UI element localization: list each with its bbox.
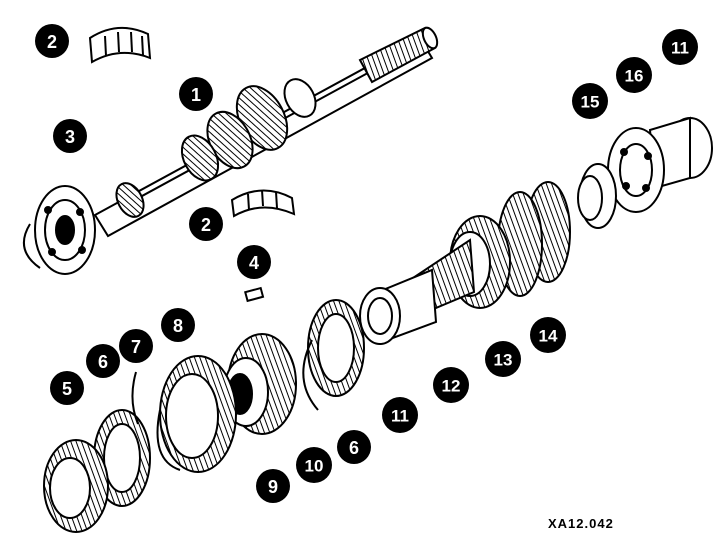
svg-text:15: 15 [581, 93, 600, 112]
callout-3: 3 [53, 119, 87, 153]
synchro-ring-6 [307, 299, 365, 397]
svg-text:16: 16 [625, 67, 644, 86]
figure-reference-code: XA12.042 [548, 516, 614, 531]
svg-text:13: 13 [494, 351, 513, 370]
svg-text:5: 5 [62, 379, 72, 399]
needle-bearing-mid [230, 189, 296, 218]
svg-text:9: 9 [268, 477, 278, 497]
callout-12: 12 [433, 367, 469, 403]
callout-14: 14 [530, 317, 566, 353]
callout-10: 10 [296, 447, 332, 483]
gear-5 [43, 439, 109, 533]
svg-text:14: 14 [539, 327, 558, 346]
callout-16: 16 [616, 57, 652, 93]
svg-text:4: 4 [249, 253, 259, 273]
bearing-right [577, 116, 713, 229]
spring-7 [131, 371, 139, 425]
callout-5: 5 [50, 371, 84, 405]
callout-11-mid: 11 [382, 397, 418, 433]
svg-text:2: 2 [201, 215, 211, 235]
callout-8: 8 [161, 308, 195, 342]
callout-6-left: 6 [86, 344, 120, 378]
callout-13: 13 [485, 341, 521, 377]
callout-4: 4 [237, 245, 271, 279]
svg-text:7: 7 [131, 337, 141, 357]
callout-7: 7 [119, 329, 153, 363]
ball-bearing-left [22, 185, 96, 275]
svg-text:12: 12 [442, 377, 461, 396]
svg-text:10: 10 [305, 457, 324, 476]
svg-text:11: 11 [671, 39, 689, 58]
gear-cluster-1 [115, 78, 317, 218]
callout-9: 9 [256, 469, 290, 503]
svg-text:6: 6 [98, 352, 108, 372]
svg-text:1: 1 [191, 85, 201, 105]
woodruff-key [244, 286, 265, 303]
synchro-hub-9 [223, 333, 297, 435]
callout-15: 15 [572, 83, 608, 119]
callout-6-right: 6 [337, 430, 371, 464]
callout-2-mid: 2 [189, 207, 223, 241]
sleeve-8 [156, 355, 237, 473]
svg-text:6: 6 [349, 438, 359, 458]
callout-2-top: 2 [35, 24, 69, 58]
callout-11-top-right: 11 [662, 29, 698, 65]
svg-text:3: 3 [65, 127, 75, 147]
callout-1: 1 [179, 77, 213, 111]
svg-text:8: 8 [173, 316, 183, 336]
needle-bearing-top [88, 27, 152, 64]
svg-text:2: 2 [47, 32, 57, 52]
svg-text:11: 11 [391, 407, 409, 426]
circlip-10 [302, 339, 319, 411]
sleeve-11 [359, 268, 438, 345]
